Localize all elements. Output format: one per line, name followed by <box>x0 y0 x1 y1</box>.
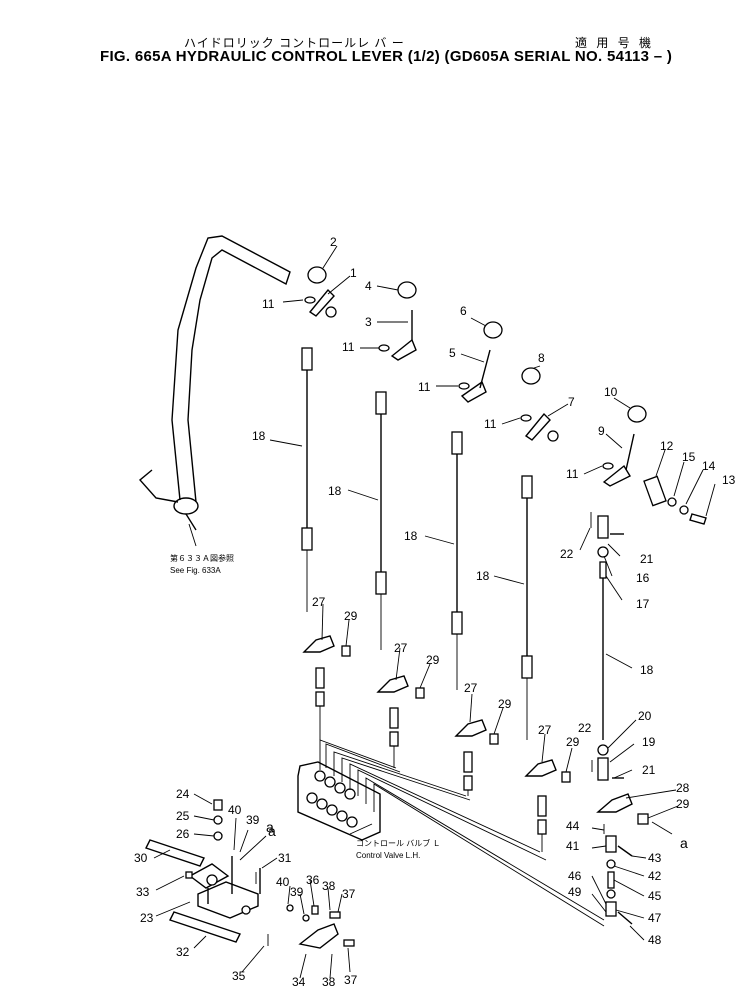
callout-5: 5 <box>449 346 456 360</box>
lever-assembly-9 <box>590 405 707 925</box>
callout-45: 45 <box>648 889 662 903</box>
callout-31: 31 <box>278 851 292 865</box>
callout-28: 28 <box>676 781 690 795</box>
callout-10: 10 <box>604 385 618 399</box>
callout-18: 18 <box>328 484 342 498</box>
callout-12: 12 <box>660 439 674 453</box>
callout-4: 4 <box>365 279 372 293</box>
lever-assembly-1 <box>301 266 351 707</box>
callout-40: 40 <box>228 803 242 817</box>
callout-a: a <box>266 819 274 835</box>
callout-37: 37 <box>344 973 358 987</box>
callout-a: a <box>268 823 276 839</box>
callout-39: 39 <box>290 885 304 899</box>
japanese-title: ハイドロリック コントロールレ バ ー <box>184 36 405 50</box>
callout-29: 29 <box>566 735 580 749</box>
see-fig-jp-note: 第６３３Ａ図参照 <box>170 553 234 563</box>
callout-22: 22 <box>560 547 574 561</box>
callout-27: 27 <box>394 641 408 655</box>
callout-36: 36 <box>306 873 320 887</box>
callout-48: 48 <box>648 933 662 947</box>
callout-35: 35 <box>232 969 246 983</box>
callout-8: 8 <box>538 351 545 365</box>
callout-18: 18 <box>404 529 418 543</box>
callout-2: 2 <box>330 235 337 249</box>
callout-19: 19 <box>642 735 656 749</box>
callout-26: 26 <box>176 827 190 841</box>
callout-18: 18 <box>476 569 490 583</box>
callout-30: 30 <box>134 851 148 865</box>
callout-9: 9 <box>598 424 605 438</box>
callout-18: 18 <box>640 663 654 677</box>
callout-41: 41 <box>566 839 580 853</box>
callout-a: a <box>680 835 688 851</box>
callout-14: 14 <box>702 459 716 473</box>
callout-labels: 2 1 11 4 3 11 6 5 11 8 7 11 10 9 11 12 1… <box>134 235 736 987</box>
callout-7: 7 <box>568 395 575 409</box>
callout-38: 38 <box>322 975 336 987</box>
callout-42: 42 <box>648 869 662 883</box>
callout-39: 39 <box>246 813 260 827</box>
callout-21: 21 <box>642 763 656 777</box>
callout-33: 33 <box>136 885 150 899</box>
frame-pipe <box>138 235 291 531</box>
callout-13: 13 <box>722 473 736 487</box>
callout-43: 43 <box>648 851 662 865</box>
callout-11: 11 <box>418 380 431 394</box>
callout-18: 18 <box>252 429 266 443</box>
callout-37: 37 <box>342 887 356 901</box>
callout-27: 27 <box>312 595 326 609</box>
callout-44: 44 <box>566 819 580 833</box>
callout-49: 49 <box>568 885 582 899</box>
callout-11: 11 <box>342 340 355 354</box>
callout-23: 23 <box>140 911 154 925</box>
callout-47: 47 <box>648 911 662 925</box>
callout-27: 27 <box>538 723 552 737</box>
callout-11: 11 <box>484 417 497 431</box>
lever-assembly-5 <box>451 321 503 791</box>
japanese-applicable-label: 適 用 号 機 <box>575 36 655 50</box>
callout-32: 32 <box>176 945 190 959</box>
callout-29: 29 <box>498 697 512 711</box>
callout-20: 20 <box>638 709 652 723</box>
callout-17: 17 <box>636 597 650 611</box>
callout-24: 24 <box>176 787 190 801</box>
linkage-assembly <box>145 799 355 949</box>
callout-21: 21 <box>640 552 654 566</box>
callout-46: 46 <box>568 869 582 883</box>
callout-6: 6 <box>460 304 467 318</box>
callout-11: 11 <box>262 297 275 311</box>
leader-lines <box>153 245 716 979</box>
callout-15: 15 <box>682 450 696 464</box>
control-valve-lh <box>297 706 605 927</box>
callout-29: 29 <box>426 653 440 667</box>
lever-assembly-3 <box>375 281 425 747</box>
callout-38: 38 <box>322 879 336 893</box>
callout-25: 25 <box>176 809 190 823</box>
callout-3: 3 <box>365 315 372 329</box>
figure-title: FIG. 665A HYDRAULIC CONTROL LEVER (1/2) … <box>100 48 673 65</box>
valve-note: Control Valve L.H. <box>356 851 420 860</box>
callout-22: 22 <box>578 721 592 735</box>
callout-29: 29 <box>676 797 690 811</box>
callout-34: 34 <box>292 975 306 987</box>
callout-1: 1 <box>350 266 357 280</box>
callout-11: 11 <box>566 467 579 481</box>
valve-jp-note: コントロール バルブ Ｌ <box>356 838 440 848</box>
callout-29: 29 <box>344 609 358 623</box>
see-fig-note: See Fig. 633A <box>170 566 221 575</box>
lever-assembly-7 <box>520 367 571 835</box>
callout-27: 27 <box>464 681 478 695</box>
callout-40: 40 <box>276 875 290 889</box>
callout-16: 16 <box>636 571 650 585</box>
